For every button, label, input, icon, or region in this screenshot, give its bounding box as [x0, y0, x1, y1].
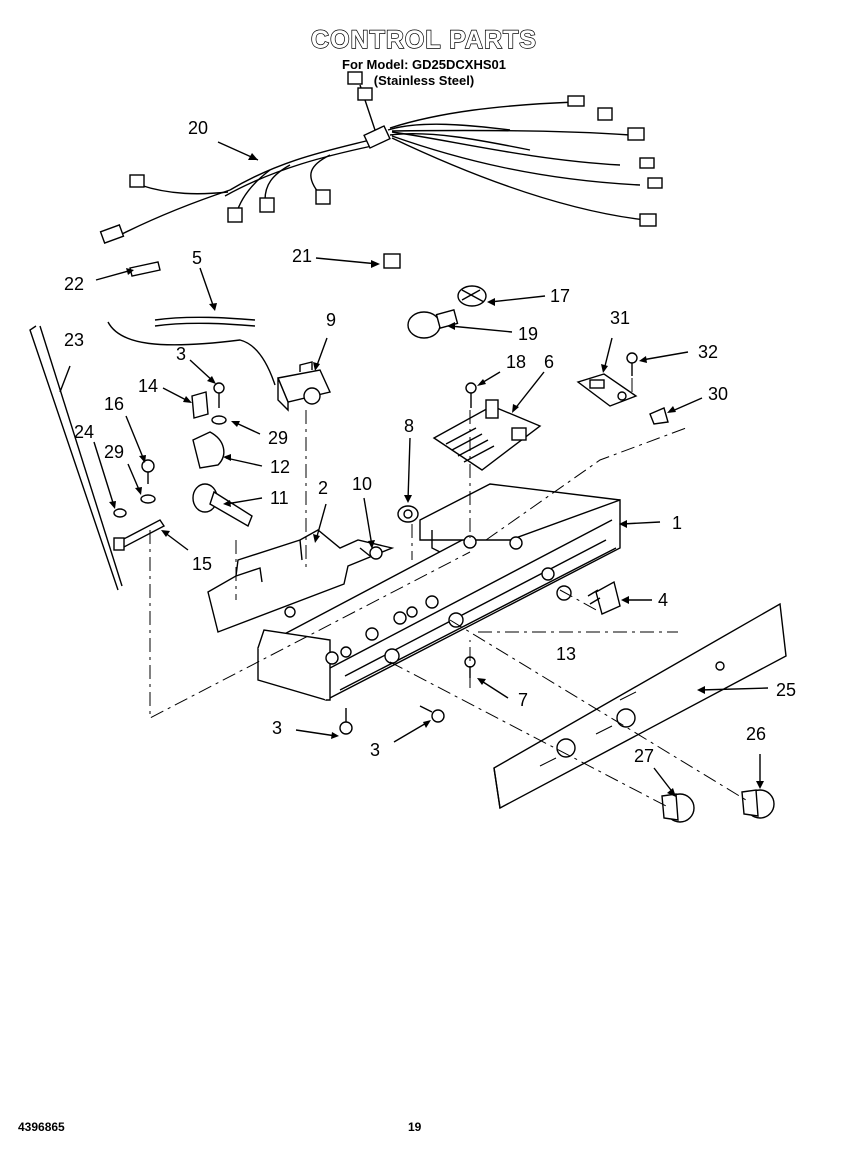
part-27-knob	[661, 793, 695, 823]
part-21-clip	[383, 253, 401, 269]
part-26-knob	[741, 789, 775, 819]
callout-29-lower: 29	[104, 442, 124, 462]
callout-14: 14	[138, 376, 158, 396]
callout-3-lower-right: 3	[370, 740, 380, 760]
screw-3-upper	[213, 382, 225, 408]
part-15-link	[116, 519, 166, 549]
callout-1: 1	[672, 513, 682, 533]
part-12-bracket	[192, 431, 225, 469]
callout-11: 11	[270, 488, 289, 508]
part-4-switch	[587, 580, 621, 615]
callout-22: 22	[64, 274, 84, 294]
page-number: 19	[408, 1120, 422, 1134]
part-25-control-panel	[493, 602, 787, 810]
callout-9: 9	[326, 310, 336, 330]
callout-25: 25	[776, 680, 796, 700]
page-title: CONTROL PARTS	[310, 25, 537, 54]
callout-19: 19	[518, 324, 538, 344]
callout-16: 16	[104, 394, 124, 414]
part-17-lamp-socket	[457, 285, 487, 307]
part-13-button	[556, 585, 572, 601]
callout-5: 5	[192, 248, 202, 268]
callout-3-lower-left: 3	[272, 718, 282, 738]
callout-17: 17	[550, 286, 570, 306]
callout-13: 13	[556, 644, 576, 664]
part-5-tube	[154, 316, 256, 321]
part-11-shaft	[192, 483, 253, 528]
part-30-clip	[649, 407, 669, 425]
part-2-mount-bracket	[207, 529, 395, 633]
leader-lines	[59, 141, 769, 797]
callout-31: 31	[610, 308, 630, 328]
callout-7: 7	[518, 690, 528, 710]
screw-16	[141, 459, 155, 484]
callout-24: 24	[74, 422, 94, 442]
alignment-lines	[149, 378, 747, 807]
model-line: For Model: GD25DCXHS01	[342, 57, 506, 72]
callout-2: 2	[318, 478, 328, 498]
screw-10	[359, 546, 383, 560]
part-29-washer-upper	[211, 415, 227, 425]
callout-21: 21	[292, 246, 312, 266]
wire-harness	[99, 71, 663, 244]
callout-4: 4	[658, 590, 668, 610]
callout-26: 26	[746, 724, 766, 744]
document-number: 4396865	[18, 1120, 65, 1134]
title-block: CONTROL PARTS For Model: GD25DCXHS01 (St…	[0, 25, 848, 89]
screw-3-lower-left	[339, 708, 353, 735]
callout-3-upper: 3	[176, 344, 186, 364]
capillary-line	[107, 321, 276, 386]
part-6-control-board	[432, 399, 542, 471]
callout-10: 10	[352, 474, 372, 494]
screw-32	[626, 352, 638, 376]
callout-32: 32	[698, 342, 718, 362]
callout-18: 18	[506, 352, 526, 372]
callout-labels: 20 21 22 5 17 19 9 23 3 14 18 6 31 32 30…	[64, 118, 796, 766]
part-14-bracket	[191, 391, 209, 419]
screw-18	[465, 382, 477, 408]
part-9-thermostat	[277, 361, 331, 412]
part-23-rod	[29, 325, 119, 591]
part-19-light-bulb	[407, 309, 459, 339]
callout-12: 12	[270, 457, 290, 477]
callout-15: 15	[192, 554, 212, 574]
part-24-washer	[113, 508, 127, 518]
callout-6: 6	[544, 352, 554, 372]
part-8-grommet	[397, 505, 419, 523]
callout-29-upper: 29	[268, 428, 288, 448]
part-29-washer-lower	[140, 494, 156, 504]
screw-3-lower-right	[419, 705, 445, 723]
callout-20: 20	[188, 118, 208, 138]
callout-30: 30	[708, 384, 728, 404]
part-22-clip	[129, 261, 161, 277]
finish-line: (Stainless Steel)	[373, 73, 475, 88]
callout-8: 8	[404, 416, 414, 436]
callout-23: 23	[64, 330, 84, 350]
part-31-light-switch	[576, 373, 638, 407]
callout-27: 27	[634, 746, 654, 766]
